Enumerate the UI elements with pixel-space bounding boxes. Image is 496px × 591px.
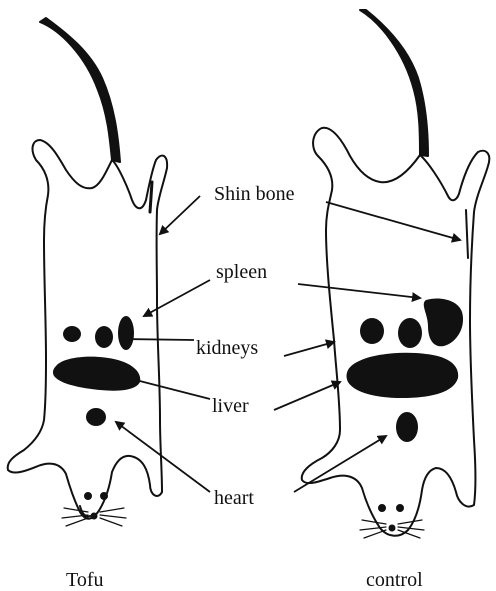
control-mouse-nose [390,526,395,531]
tofu-mouse-body [8,140,167,519]
control-kidney-left [360,318,384,344]
label-kidneys: kidneys [196,338,258,358]
tofu-mouse-tail [40,18,120,162]
control-mouse [302,10,490,538]
tofu-mouse-eye-left [85,493,91,499]
caption-control: control [366,570,423,590]
tofu-kidney-left [63,326,81,342]
control-mouse-eye-right [397,505,403,511]
tofu-kidney-right [95,326,113,348]
label-liver: liver [212,396,249,416]
caption-tofu: Tofu [66,570,103,590]
tofu-shin-bone [150,182,152,212]
control-kidney-right [398,318,422,348]
control-mouse-body [302,128,490,536]
control-heart [396,412,418,442]
label-heart: heart [214,488,254,508]
arrow-shin-bone-tofu [160,196,200,234]
arrow-kidneys-tofu [124,339,194,340]
label-shin-bone: Shin bone [214,184,295,204]
tofu-mouse-eye-right [101,493,107,499]
tofu-spleen [118,316,134,350]
tofu-mouse [8,18,167,526]
tofu-mouse-nose [92,514,97,519]
control-mouse-eye-left [379,505,385,511]
control-liver [347,353,459,398]
control-mouse-tail [360,10,428,156]
tofu-heart [86,408,106,426]
label-spleen: spleen [216,262,267,282]
arrow-liver-control [274,382,340,410]
arrow-kidneys-control [284,342,334,356]
